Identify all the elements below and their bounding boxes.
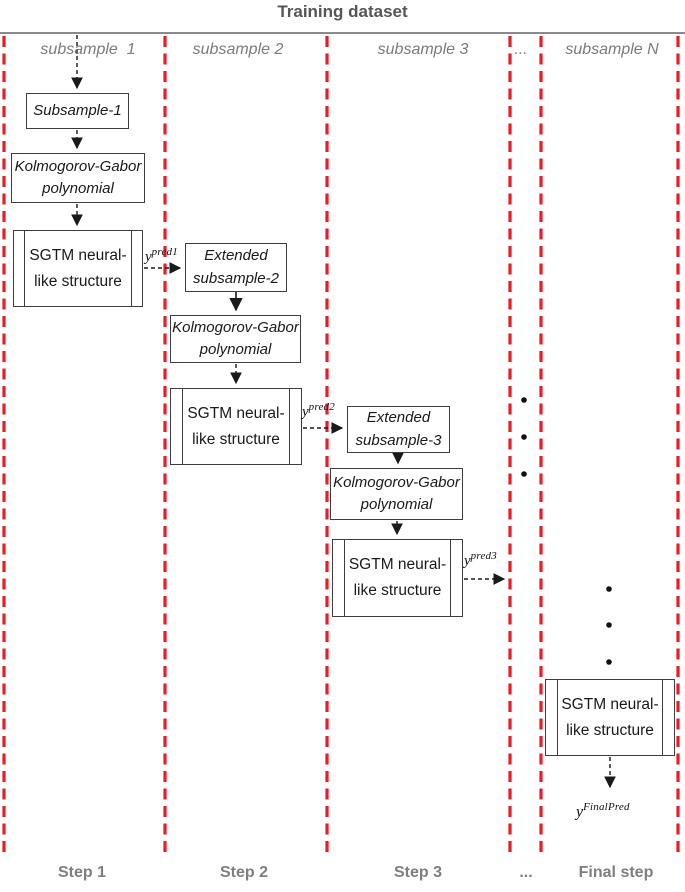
sgtm3-line1: SGTM neural- — [348, 556, 447, 574]
figure-title: Training dataset — [277, 2, 408, 21]
sgtm1-line1: SGTM neural- — [29, 246, 127, 264]
box-extended-subsample-3: Extended subsample-3 — [347, 406, 450, 453]
box-subsample-1: Subsample-1 — [26, 93, 129, 129]
sgtmN-inner-line-right — [662, 680, 663, 755]
ext2-line2: subsample-2 — [193, 269, 279, 287]
ext3-line1: Extended — [366, 409, 431, 426]
pred1-sup: pred1 — [151, 246, 178, 258]
column-header-subsample-2: subsample 2 — [192, 41, 284, 58]
kg3-line2: polynomial — [360, 496, 433, 513]
pred1-base: y — [145, 249, 152, 265]
step-label-dots: ... — [519, 864, 533, 881]
box-kolmogorov-gabor-2: Kolmogorov-Gabor polynomial — [170, 315, 301, 363]
box-kolmogorov-gabor-3: Kolmogorov-Gabor polynomial — [330, 468, 463, 520]
kg1-line1: Kolmogorov-Gabor — [14, 157, 142, 175]
column-header-subsample-N: subsample N — [565, 41, 659, 58]
column-header-subsample-3: subsample 3 — [377, 41, 469, 58]
kg3-line1: Kolmogorov-Gabor — [333, 473, 460, 491]
sgtm3-inner-line-left — [344, 540, 345, 616]
final-base: y — [576, 803, 584, 821]
kg2-line2: polynomial — [199, 341, 272, 358]
ellipsis-dot — [521, 397, 527, 403]
ext3-line2: subsample-3 — [355, 431, 442, 449]
sgtm1-inner-line-right — [131, 231, 132, 306]
column-header-subsample-1: subsample 1 — [40, 41, 136, 58]
sgtm1-line2: like structure — [34, 272, 122, 290]
step-label-final: Final step — [578, 864, 654, 881]
sgtmN-line2: like structure — [566, 721, 654, 739]
sgtm2-inner-line-left — [182, 389, 183, 464]
sgtm3-inner-line-right — [450, 540, 451, 616]
box-sgtm-final: SGTM neural- like structure — [545, 679, 675, 756]
sgtm1-inner-line-left — [24, 231, 25, 306]
box-sgtm-2: SGTM neural- like structure — [170, 388, 302, 465]
output-label-finalpred: yFinalPred — [576, 801, 630, 821]
output-label-pred2: ypred2 — [302, 401, 335, 421]
box-sgtm-3: SGTM neural- like structure — [332, 539, 463, 617]
sgtm2-line2: like structure — [192, 430, 280, 448]
step-label-2: Step 2 — [219, 864, 269, 881]
pred3-base: y — [464, 553, 471, 569]
sgtmN-line1: SGTM neural- — [561, 695, 659, 713]
ellipsis-dot — [521, 434, 527, 440]
ellipsis-dot — [606, 586, 612, 592]
sgtm2-inner-line-right — [289, 389, 290, 464]
pred3-sup: pred3 — [470, 550, 497, 562]
kg2-line1: Kolmogorov-Gabor — [172, 318, 299, 336]
sgtm3-line2: like structure — [353, 582, 442, 599]
output-label-pred1: ypred1 — [145, 246, 178, 266]
output-label-pred3: ypred3 — [464, 550, 497, 570]
ext2-line1: Extended — [204, 247, 268, 264]
column-header-ellipsis: ... — [514, 41, 528, 58]
sgtm2-line1: SGTM neural- — [187, 404, 285, 422]
sgtmN-inner-line-left — [557, 680, 558, 755]
box-extended-subsample-2: Extended subsample-2 — [185, 243, 287, 292]
ellipsis-dot — [521, 471, 527, 477]
pred2-sup: pred2 — [308, 401, 335, 413]
box-subsample-1-label: Subsample-1 — [33, 101, 122, 119]
step-label-1: Step 1 — [57, 864, 107, 881]
pred2-base: y — [302, 404, 309, 420]
ellipsis-dot — [606, 622, 612, 628]
kg1-line2: polynomial — [42, 180, 114, 197]
ellipsis-dot — [606, 659, 612, 665]
final-sup: FinalPred — [583, 801, 630, 813]
box-kolmogorov-gabor-1: Kolmogorov-Gabor polynomial — [11, 153, 145, 203]
box-sgtm-1: SGTM neural- like structure — [13, 230, 143, 307]
step-label-3: Step 3 — [393, 864, 443, 881]
